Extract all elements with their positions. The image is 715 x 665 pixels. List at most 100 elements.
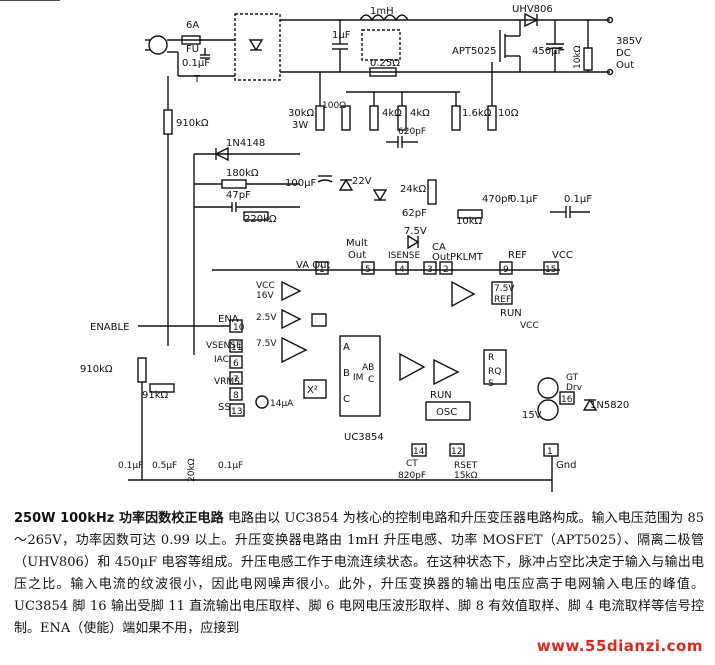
- label-ca-out: CA: [432, 242, 446, 253]
- label-ct: CT: [406, 459, 418, 469]
- sense-resistor: [369, 67, 397, 77]
- label-ca-out2: Out: [432, 252, 450, 263]
- label-isense: ISENSE: [388, 251, 420, 261]
- label-cap-0-5u: 0.5μF: [152, 461, 177, 471]
- pin-1-gnd: 1: [547, 447, 553, 457]
- label-run-a: RUN: [500, 308, 522, 319]
- label-t: T: [193, 74, 201, 85]
- label-r-r: R: [488, 353, 494, 363]
- and-gate: [311, 313, 327, 327]
- label-pklmt: PKLMT: [450, 252, 484, 263]
- bridge-rectifier: [234, 13, 281, 81]
- label-iac: IAC: [214, 355, 229, 365]
- label-enable: ENABLE: [90, 322, 129, 333]
- label-7-5v-ref: 7.5V: [494, 284, 515, 294]
- label-rset: RSET: [454, 461, 478, 471]
- label-r-910k-left: 910kΩ: [80, 364, 113, 375]
- pin-3: 3: [427, 265, 433, 275]
- pin-8: 8: [233, 391, 239, 401]
- caption-title: 250W 100kHz 功率因数校正电路: [14, 511, 224, 526]
- label-vcc-top: VCC: [552, 250, 573, 261]
- label-r-910k-top: 910kΩ: [176, 118, 209, 129]
- label-cap-01u-b: 0.1μF: [564, 194, 592, 205]
- label-gnd: Gnd: [556, 460, 576, 471]
- label-s-s: S: [488, 379, 494, 389]
- current-transformer: [361, 29, 401, 61]
- caption: 250W 100kHz 功率因数校正电路 电路由以 UC3854 为核心的控制电…: [14, 508, 704, 640]
- label-blk-c: C: [343, 394, 350, 405]
- pin-16: 16: [561, 395, 573, 405]
- label-ref-box: REF: [494, 295, 511, 305]
- schematic-diagram: 6A FU 0.1μF T 1μF 1mH UHV806 APT5025 0.2…: [0, 0, 642, 492]
- pin-10: 10: [233, 323, 245, 333]
- label-r-15k: 15kΩ: [454, 471, 478, 481]
- label-r-load: 10kΩ: [573, 45, 583, 69]
- label-fu: FU: [186, 44, 199, 55]
- label-r-4k-a: 4kΩ: [382, 108, 402, 119]
- caption-body: 电路由以 UC3854 为核心的控制电路和升压变压器电路构成。输入电压范围为 8…: [14, 511, 704, 636]
- label-fuse: 6A: [186, 20, 199, 31]
- label-r-24k: 24kΩ: [400, 184, 427, 195]
- label-r-30k: 30kΩ: [288, 108, 315, 119]
- label-r-10: 10Ω: [498, 108, 519, 119]
- pin-7: 7: [233, 375, 239, 385]
- label-r-180k: 180kΩ: [226, 168, 259, 179]
- label-gt: GT: [566, 373, 579, 383]
- label-vout-dc: DC: [616, 48, 631, 59]
- label-x2: X²: [307, 385, 318, 396]
- label-cap-62p: 62pF: [402, 208, 427, 219]
- label-ena: ENA: [218, 314, 239, 325]
- label-vcc-mid: VCC: [520, 321, 539, 331]
- label-r-220k: 220kΩ: [244, 214, 277, 225]
- label-run-b: RUN: [430, 390, 452, 401]
- label-uc3854: UC3854: [344, 432, 384, 443]
- label-blk-ab: AB: [362, 363, 374, 373]
- label-rq: RQ: [488, 367, 501, 377]
- label-r-4k-b: 4kΩ: [410, 108, 430, 119]
- label-cap-1u: 1μF: [332, 30, 351, 41]
- pin-15: 15: [545, 265, 556, 275]
- label-blk-c2: C: [368, 375, 374, 385]
- label-cap-47p: 47pF: [226, 190, 251, 201]
- label-vcc-16v: VCC: [256, 281, 275, 291]
- label-drv: Drv: [566, 383, 583, 393]
- label-cap-01u-d: 0.1μF: [218, 461, 243, 471]
- label-cap-01u-a: 0.1μF: [510, 194, 538, 205]
- label-blk-b: B: [343, 368, 350, 379]
- label-vout: 385V: [616, 36, 642, 47]
- label-r-100: 100Ω: [322, 101, 346, 111]
- label-va-out: VA Out: [296, 260, 330, 271]
- watermark: www.55dianzi.com: [536, 637, 703, 655]
- label-mosfet: APT5025: [452, 46, 496, 57]
- label-vsense: VSENSE: [206, 341, 242, 351]
- label-14ua: 14μA: [270, 399, 294, 409]
- label-cap-01u-c: 0.1μF: [118, 461, 143, 471]
- pin-12: 12: [451, 447, 462, 457]
- label-r-20k: 20kΩ: [187, 458, 197, 482]
- pin-13: 13: [231, 407, 242, 417]
- label-zener-7v5: 7.5V: [404, 226, 427, 237]
- boost-inductor: [359, 14, 409, 22]
- pin-2: 2: [443, 265, 449, 275]
- multiplier-block: [339, 335, 381, 417]
- label-ss: SS: [218, 402, 231, 413]
- fuse: [181, 35, 201, 45]
- label-diode-1n5820: 1N5820: [590, 400, 629, 411]
- label-mult-out: Mult: [346, 238, 368, 249]
- label-vout-out: Out: [616, 60, 634, 71]
- label-r-1-6k: 1.6kΩ: [462, 108, 492, 119]
- label-osc: OSC: [436, 407, 457, 418]
- label-r-10k: 10kΩ: [456, 216, 483, 227]
- pin-11: 11: [231, 343, 242, 353]
- label-15v: 15V: [522, 410, 542, 421]
- label-zener-22v: 22V: [352, 176, 372, 187]
- label-cap-in: 0.1μF: [182, 58, 210, 69]
- ac-plug-icon: [145, 35, 168, 55]
- label-cap-out: 450μF: [532, 46, 563, 57]
- label-r-3w: 3W: [292, 120, 308, 131]
- label-diode-1n4148: 1N4148: [226, 138, 265, 149]
- label-r-91k: 91kΩ: [142, 390, 169, 401]
- label-cap-620p: 620pF: [398, 127, 426, 137]
- label-blk-im: IM: [353, 373, 363, 383]
- label-r-sense: 0.25Ω: [370, 58, 400, 69]
